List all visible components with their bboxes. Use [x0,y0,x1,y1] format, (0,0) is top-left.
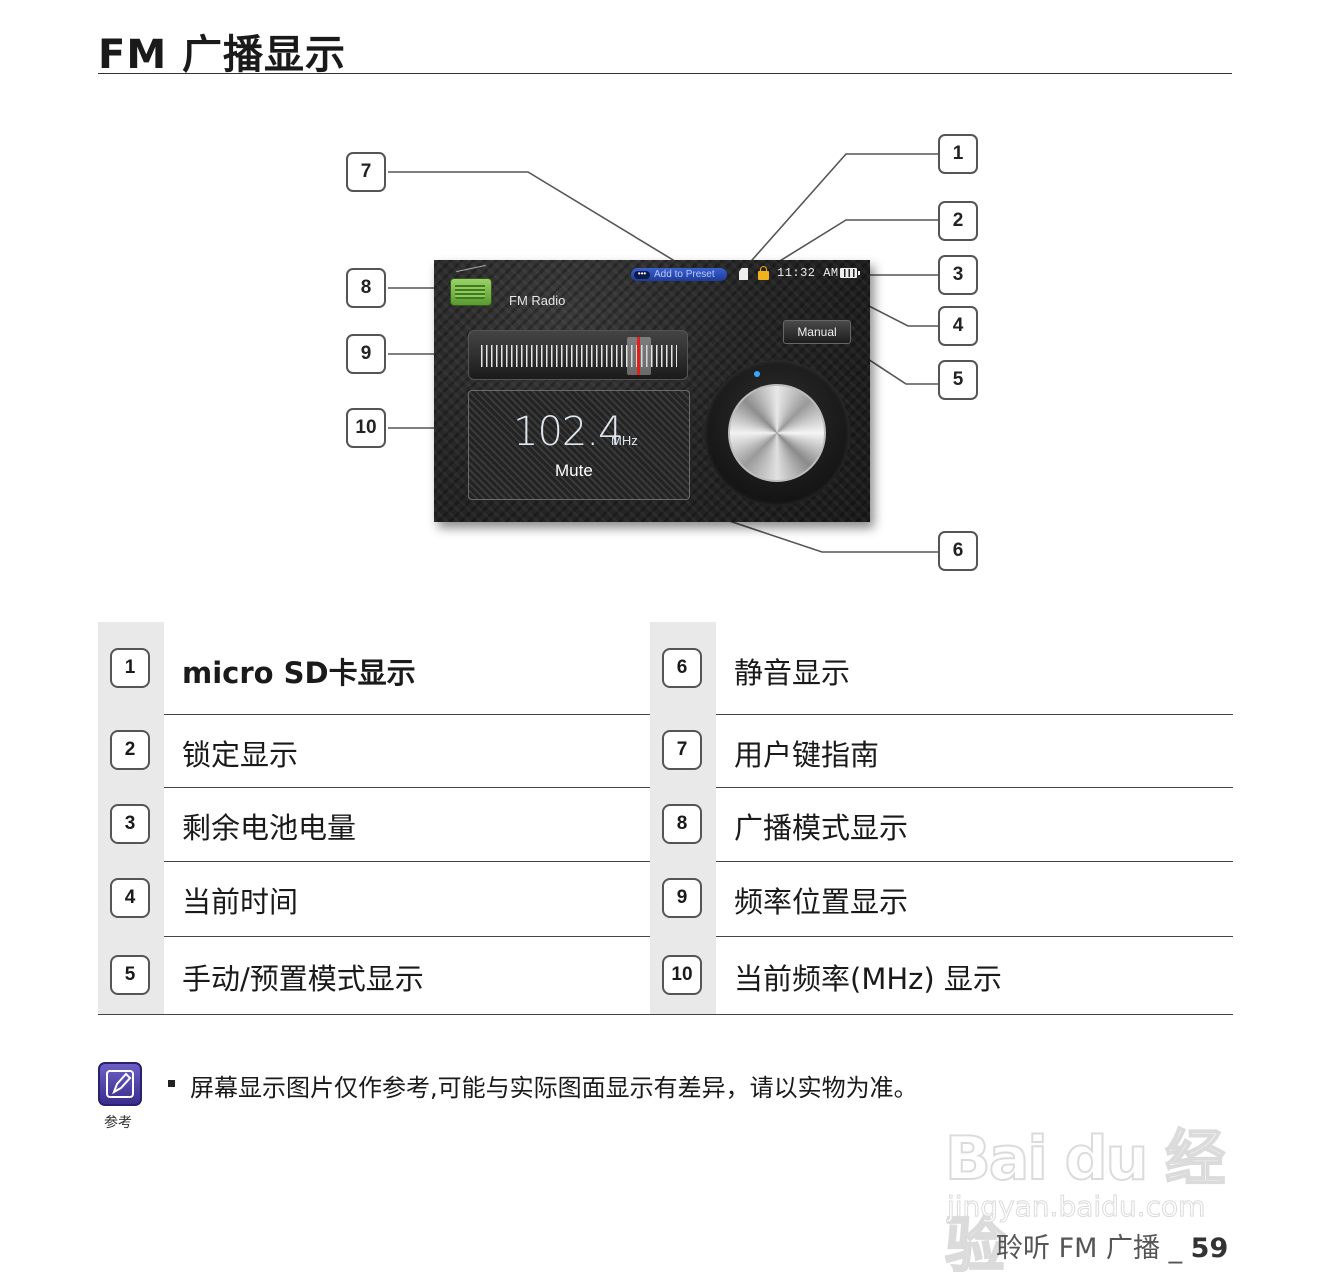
legend-num: 2 [110,730,150,770]
legend-num: 8 [662,804,702,844]
legend-text: 用户键指南 [734,738,880,772]
frequency-tuner-bar[interactable] [468,330,688,380]
frequency-display-panel: 102.4 MHz Mute [468,390,690,500]
table-row: 1 micro SD卡显示 6 静音显示 [98,622,1233,715]
add-to-preset-hint[interactable]: ••• Add to Preset [631,268,727,281]
legend-num: 6 [662,648,702,688]
legend-num: 10 [662,955,702,995]
callout-10: 10 [346,408,386,448]
tuner-scale [481,345,677,367]
frequency-unit: MHz [611,433,638,448]
legend-num: 7 [662,730,702,770]
legend-num: 5 [110,955,150,995]
callout-4: 4 [938,306,978,346]
current-time: 11:32 AM [777,266,839,280]
note-pencil-icon [98,1062,142,1106]
page-footer: 聆听 FM 广播 _ 59 [996,1226,1228,1265]
watermark-url: jingyan.baidu.com [946,1190,1206,1224]
watermark-brand: Bai du 经验 [944,1123,1226,1282]
legend-text: micro SD卡显示 [182,656,416,690]
tuner-needle[interactable] [627,337,651,375]
knob-indicator-icon [754,371,760,377]
preset-hint-label: Add to Preset [654,269,715,280]
footer-section: 聆听 FM 广播 _ [996,1233,1191,1264]
knob-dial [728,384,826,482]
legend-num: 3 [110,804,150,844]
legend-text: 当前频率(MHz) 显示 [734,962,1002,996]
frequency-value: 102.4 [513,409,624,455]
table-row: 3 剩余电池电量 8 广播模式显示 [98,787,1233,862]
table-row: 2 锁定显示 7 用户键指南 [98,714,1233,788]
radio-icon [450,278,492,306]
callout-8: 8 [346,268,386,308]
tuning-knob[interactable] [704,360,850,506]
legend-text: 当前时间 [182,885,299,919]
bullet-icon [168,1080,175,1087]
baidu-watermark: Bai du 经验 jingyan.baidu.com [944,1090,1255,1282]
mute-status: Mute [555,461,593,480]
table-row: 4 当前时间 9 频率位置显示 [98,861,1233,937]
callout-7: 7 [346,152,386,192]
note-text: 屏幕显示图片仅作参考,可能与实际图面显示有差异，请以实物为准。 [190,1074,918,1102]
legend-text: 频率位置显示 [734,885,909,919]
page-title: FM 广播显示 [98,32,347,78]
legend-text: 静音显示 [734,656,851,690]
legend-num: 1 [110,648,150,688]
note-caption: 参考 [104,1115,132,1131]
callout-2: 2 [938,201,978,241]
page-number: 59 [1190,1233,1229,1264]
callout-1: 1 [938,134,978,174]
legend-num: 9 [662,878,702,918]
battery-icon [840,268,860,278]
micro-sd-icon [739,268,748,280]
legend-num: 4 [110,878,150,918]
title-divider [98,73,1232,74]
table-row: 5 手动/预置模式显示 10 当前频率(MHz) 显示 [98,936,1233,1015]
manual-mode-button[interactable]: Manual [783,320,851,344]
callout-9: 9 [346,334,386,374]
menu-dots-icon: ••• [634,269,650,279]
antenna-icon [456,264,486,273]
mode-label: FM Radio [509,293,566,308]
lock-icon [758,266,769,280]
legend-text: 剩余电池电量 [182,811,357,845]
legend-text: 锁定显示 [182,738,299,772]
legend-text: 广播模式显示 [734,811,909,845]
fm-radio-screen: FM Radio ••• Add to Preset 11:32 AM Manu… [434,260,870,522]
callout-3: 3 [938,255,978,295]
callout-5: 5 [938,360,978,400]
legend-text: 手动/预置模式显示 [182,962,424,996]
callout-6: 6 [938,531,978,571]
